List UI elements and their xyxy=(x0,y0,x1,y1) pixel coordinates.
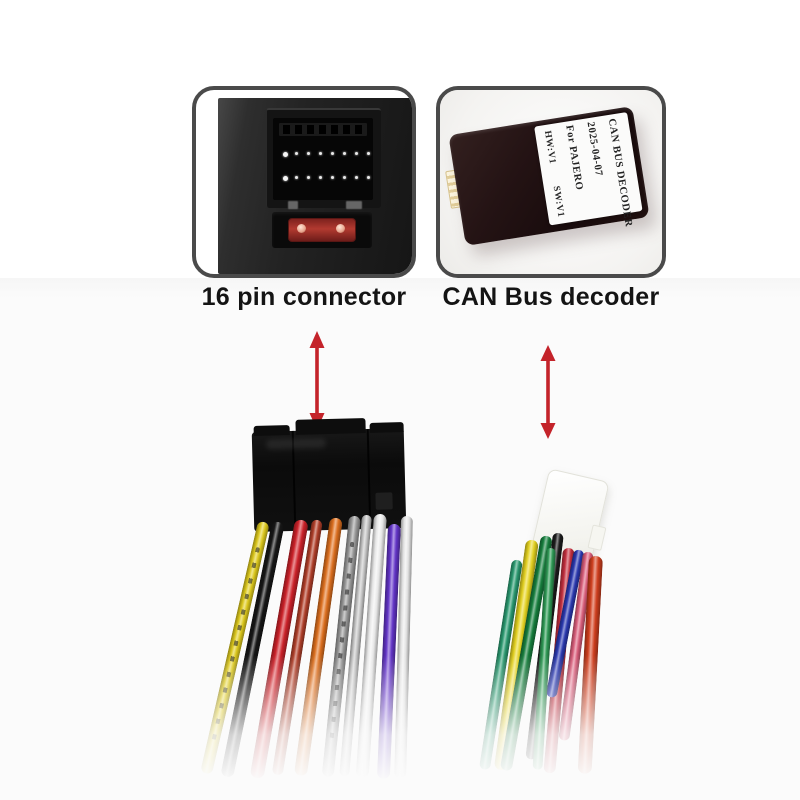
connector-pin xyxy=(307,176,310,179)
connector-keying-teeth xyxy=(279,123,367,136)
plug-latch-notch xyxy=(375,492,393,510)
decoder-sticker-label: CAN BUS DECODER 2025-04-07 For PAJERO HW… xyxy=(534,112,643,228)
fuse-holder xyxy=(272,212,372,248)
connector-pin xyxy=(295,152,298,155)
fuse-terminal-right xyxy=(336,224,345,233)
inset-card-16pin-connector xyxy=(192,86,416,278)
connector-pin xyxy=(343,152,346,155)
connector-pin xyxy=(367,176,370,179)
plug-highlight xyxy=(265,438,327,450)
molded-marking xyxy=(288,201,298,209)
inset-card-can-bus-decoder: CAN BUS DECODER 2025-04-07 For PAJERO HW… xyxy=(436,86,666,278)
plug-segment xyxy=(369,422,404,433)
connector-pin xyxy=(367,152,370,155)
head-unit-rear-panel xyxy=(218,98,412,274)
keying-tooth xyxy=(331,125,338,134)
connector-pin xyxy=(355,176,358,179)
socket-cavity xyxy=(273,118,373,200)
caption-16pin-connector: 16 pin connector xyxy=(201,283,407,311)
connector-pin xyxy=(343,176,346,179)
connector-pin xyxy=(283,152,288,157)
blade-fuse xyxy=(288,218,356,242)
keying-tooth xyxy=(355,125,362,134)
keying-tooth xyxy=(295,125,302,134)
connector-pin xyxy=(307,152,310,155)
caption-can-bus-decoder: CAN Bus decoder xyxy=(442,283,660,311)
double-arrow-icon xyxy=(540,345,556,439)
connector-pin xyxy=(319,152,322,155)
molded-marking xyxy=(346,201,362,209)
photo-bottom-fade xyxy=(0,655,800,800)
fuse-terminal-left xyxy=(297,224,306,233)
connector-pin xyxy=(331,176,334,179)
plug-segment xyxy=(253,425,290,436)
keying-tooth xyxy=(307,125,314,134)
connector-pin xyxy=(355,152,358,155)
connector-pin xyxy=(283,176,288,181)
plug-segment xyxy=(295,418,366,435)
keying-tooth xyxy=(283,125,290,134)
keying-tooth xyxy=(319,125,326,134)
connector-pin xyxy=(319,176,322,179)
decoder-box: CAN BUS DECODER 2025-04-07 For PAJERO HW… xyxy=(448,106,650,246)
decoder-photo-background: CAN BUS DECODER 2025-04-07 For PAJERO HW… xyxy=(440,90,662,274)
connector-pin xyxy=(295,176,298,179)
plug-seam xyxy=(366,428,372,529)
keying-tooth xyxy=(343,125,350,134)
connector-pin xyxy=(331,152,334,155)
double-arrow-icon xyxy=(309,331,325,430)
16pin-socket xyxy=(266,108,381,208)
